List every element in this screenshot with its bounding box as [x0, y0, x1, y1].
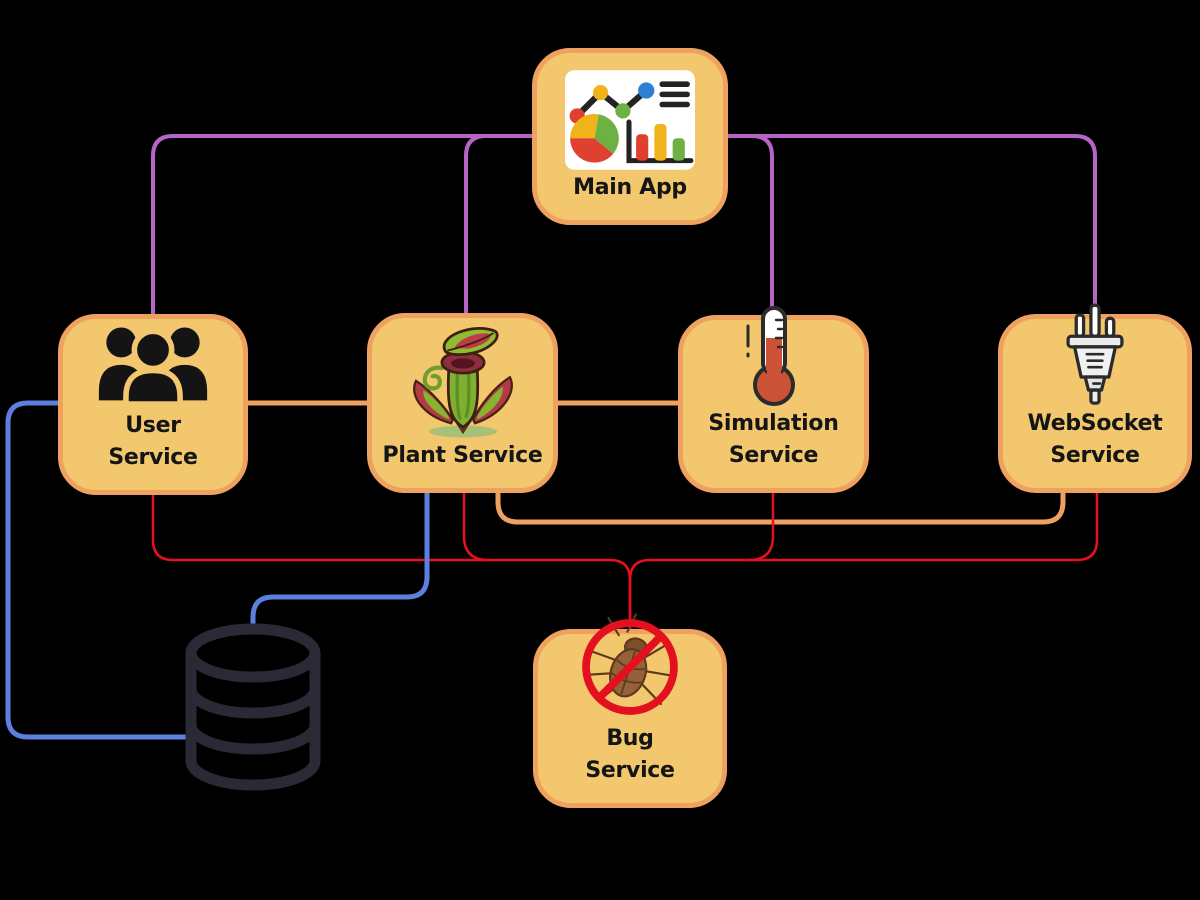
node-label: User Service	[108, 413, 198, 471]
power-plug-icon	[1009, 302, 1181, 408]
pitcher-plant-icon	[378, 320, 547, 440]
users-icon	[69, 316, 237, 410]
edge-simulation-bug	[747, 490, 775, 562]
edge-main-simulation	[750, 134, 774, 317]
edge-main-websocket	[726, 134, 1097, 316]
edge-plant-websocket	[495, 487, 1066, 525]
node-simulation-service: Simulation Service	[678, 306, 869, 493]
node-websocket-service: WebSocket Service	[998, 303, 1192, 493]
dashboard-chart-icon	[543, 67, 717, 172]
thermometer-icon	[689, 304, 858, 408]
node-label: Main App	[573, 175, 687, 201]
node-label: Bug Service	[585, 726, 675, 784]
node-database	[183, 623, 323, 791]
node-user-service: User Service	[58, 314, 248, 495]
node-bug-service: Bug Service	[533, 613, 727, 808]
node-label: Plant Service	[382, 443, 543, 469]
node-label: Simulation Service	[708, 411, 839, 469]
no-bug-icon	[544, 611, 716, 723]
node-main-app: Main App	[532, 48, 728, 225]
edge-plant-database	[250, 489, 430, 634]
edge-user-bug	[151, 492, 632, 631]
node-label: WebSocket Service	[1027, 411, 1163, 469]
edge-main-plant	[464, 134, 488, 315]
database-icon	[185, 623, 321, 791]
node-plant-service: Plant Service	[367, 313, 558, 493]
edge-main-user	[151, 134, 534, 316]
edge-plant-bug	[462, 490, 490, 562]
edge-websocket-bug	[628, 488, 1099, 631]
edge-user-database	[5, 400, 192, 740]
